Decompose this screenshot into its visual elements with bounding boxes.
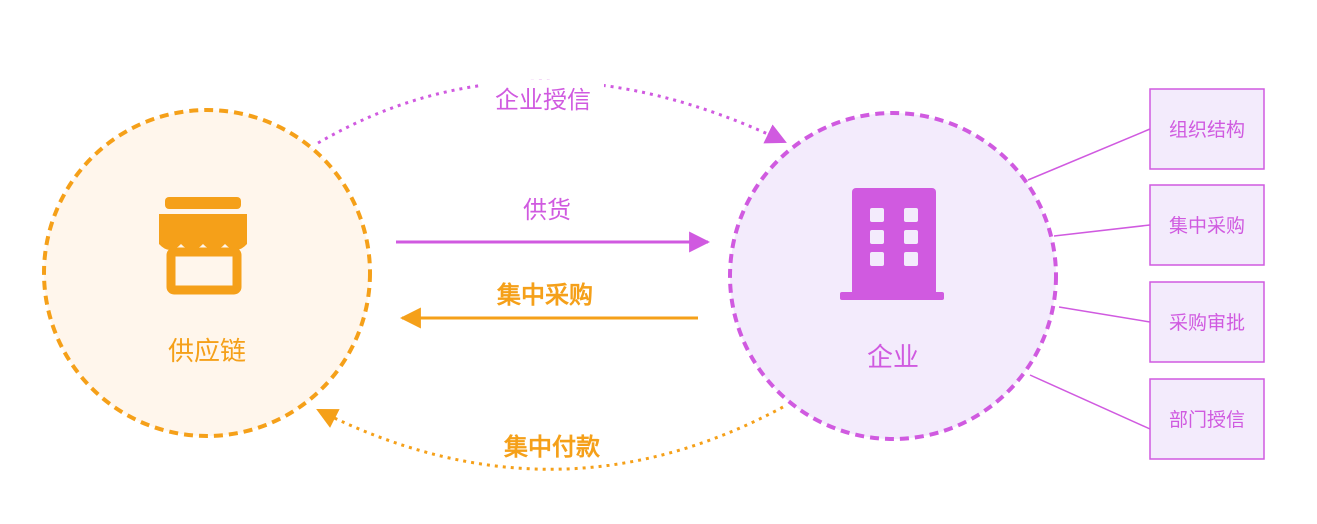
central-payment-flow: 集中付款 (316, 405, 784, 471)
storefront-icon (159, 197, 247, 295)
enterprise-label: 企业 (867, 343, 919, 373)
central-payment-label: 集中付款 (503, 433, 601, 461)
office-building-icon (840, 188, 944, 300)
feature-connectors (1027, 128, 1151, 430)
enterprise-credit-label: 企业授信 (495, 86, 591, 114)
supply-chain-circle (42, 108, 372, 438)
feature-box-purchase-approval: 采购审批 (1149, 281, 1265, 363)
central-payment-arrow (316, 405, 784, 471)
supply-label: 供货 (523, 196, 571, 224)
feature-box-central-purchase: 集中采购 (1149, 184, 1265, 266)
feature-label: 组织结构 (1169, 119, 1245, 141)
central-purchase-flow: 集中采购 (399, 281, 698, 329)
feature-label: 集中采购 (1169, 215, 1245, 237)
enterprise-node: 企业 (728, 111, 1058, 441)
feature-box-org-structure: 组织结构 (1149, 88, 1265, 170)
central-purchase-label: 集中采购 (496, 281, 593, 309)
supply-chain-node: 供应链 (42, 108, 372, 438)
supply-chain-label: 供应链 (168, 337, 246, 367)
supply-flow: 供货 (396, 196, 711, 253)
enterprise-credit-flow: 企业授信 (317, 79, 787, 145)
feature-label: 采购审批 (1169, 312, 1245, 334)
feature-box-department-credit: 部门授信 (1149, 378, 1265, 460)
feature-label: 部门授信 (1169, 409, 1245, 431)
